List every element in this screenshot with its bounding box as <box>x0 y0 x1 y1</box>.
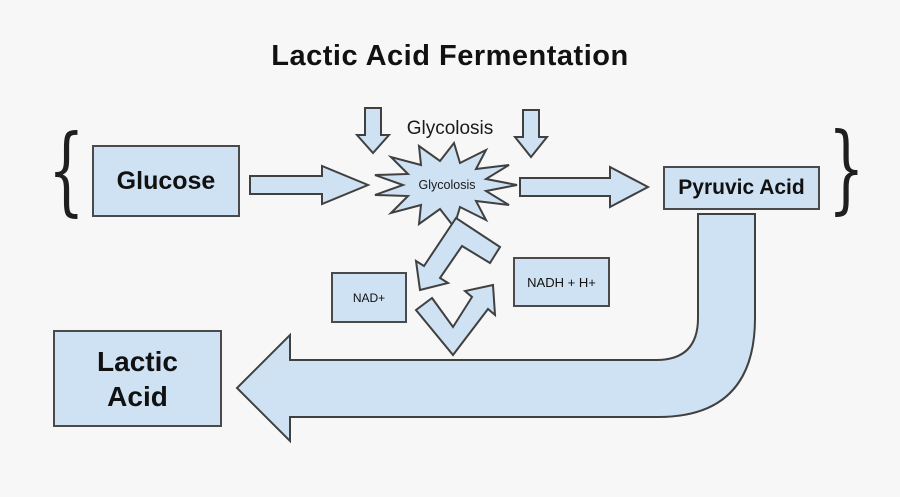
nadh-label: NADH + H+ <box>527 274 596 290</box>
glycolysis-label: Glycolosis <box>406 118 494 139</box>
bent-arrow-to-nad <box>414 216 502 292</box>
bent-arrow-to-nadh <box>414 283 497 357</box>
glucose-label: Glucose <box>116 166 216 195</box>
arrow-glycolysis-to-pyruvic <box>519 165 651 209</box>
pyruvic-acid-label: Pyruvic Acid <box>678 176 805 199</box>
nad-plus-label: NAD+ <box>352 290 386 305</box>
glycolysis-starburst-label: Glycolosis <box>418 178 476 192</box>
pyruvic-acid-node: Pyruvic Acid <box>663 166 820 210</box>
left-brace: { <box>48 116 85 228</box>
curved-arrow-pyruvic-to-lactic <box>235 213 756 444</box>
glucose-node: Glucose <box>92 145 240 217</box>
right-brace: } <box>828 114 865 226</box>
lactic-acid-label-line2: Acid <box>107 380 168 412</box>
down-arrow-right <box>512 109 550 159</box>
nadh-node: NADH + H+ <box>513 257 610 307</box>
down-arrow-left <box>354 107 392 155</box>
glycolysis-starburst <box>374 140 518 230</box>
lactic-acid-node: Lactic Acid <box>53 330 222 427</box>
lactic-acid-label-line1: Lactic <box>97 345 178 377</box>
nad-plus-node: NAD+ <box>331 272 407 323</box>
diagram-title: Lactic Acid Fermentation <box>271 40 629 72</box>
arrow-glucose-to-glycolysis <box>249 164 371 206</box>
